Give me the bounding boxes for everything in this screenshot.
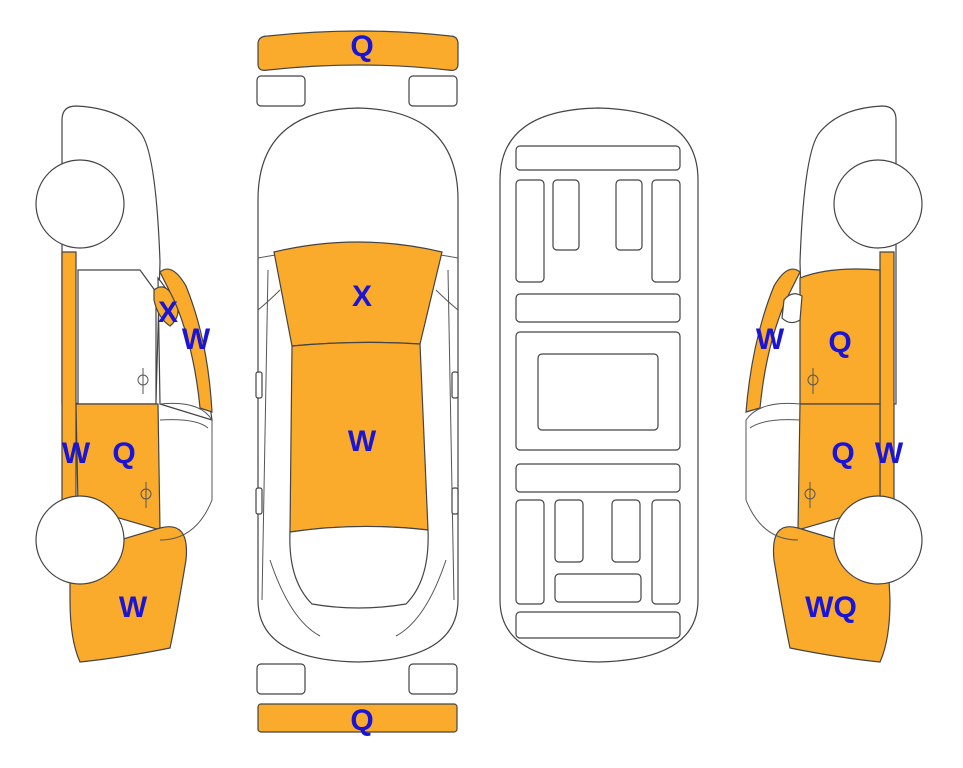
rear-bumper-panel[interactable] — [257, 703, 458, 733]
top-right-mirror — [451, 371, 459, 399]
right-windshield-edge-panel[interactable] — [745, 268, 801, 413]
mark-left-a-pillar: X — [158, 296, 178, 329]
front-bumper-panel[interactable] — [257, 30, 459, 71]
mark-left-rear-quarter: W — [119, 591, 148, 624]
rear-glass — [289, 525, 429, 609]
mark-front-bumper: Q — [350, 30, 373, 63]
left-side-view: X W W Q W — [35, 105, 213, 663]
mark-right-rocker: W — [875, 437, 904, 470]
front-left-light — [256, 75, 306, 107]
mark-right-rear-door: Q — [831, 437, 854, 470]
left-rear-wheel — [35, 495, 125, 585]
top-left-mirror — [255, 371, 263, 399]
mark-right-rear-quarter: WQ — [805, 591, 857, 624]
right-front-door-panel[interactable] — [799, 268, 881, 405]
rear-right-light — [408, 663, 458, 695]
top-view: Q X W Q — [255, 30, 459, 737]
right-rear-wheel — [833, 495, 923, 585]
rear-left-light — [256, 663, 306, 695]
mark-left-rear-door: Q — [112, 437, 135, 470]
right-front-wheel — [833, 159, 923, 249]
mark-left-rocker: W — [62, 437, 91, 470]
front-right-light — [408, 75, 458, 107]
mark-right-front-door: Q — [828, 326, 851, 359]
mark-rear-bumper: Q — [350, 704, 373, 737]
left-windshield-edge-panel[interactable] — [159, 268, 213, 413]
mark-roof: W — [348, 425, 377, 458]
mark-left-windshield-edge: W — [182, 323, 211, 356]
mark-right-windshield-edge: W — [756, 323, 785, 356]
right-side-view: W Q Q W WQ — [745, 105, 923, 663]
left-front-wheel — [35, 159, 125, 249]
mark-windshield: X — [352, 280, 372, 313]
underbody-view — [499, 107, 699, 663]
